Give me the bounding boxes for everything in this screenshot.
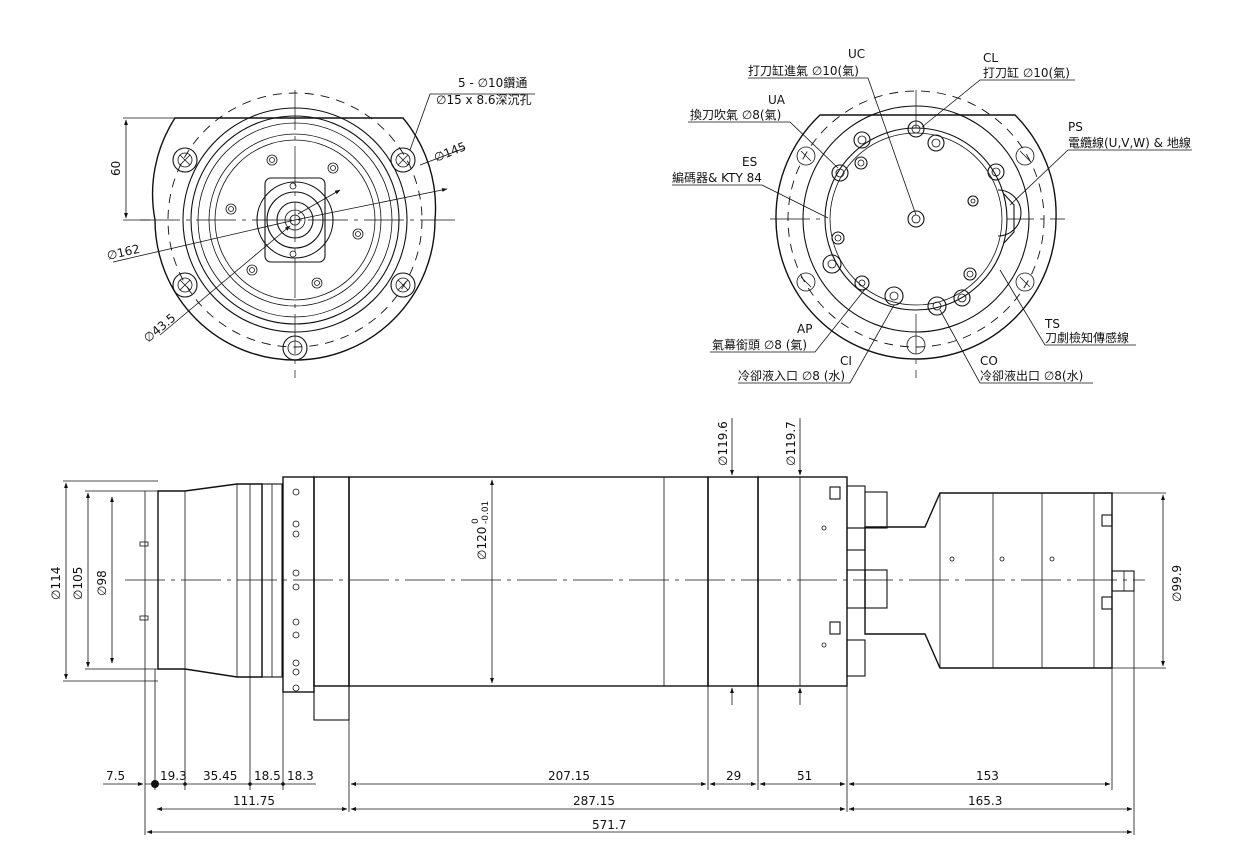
ps-code: PS [1068,120,1083,134]
front-view-left [112,90,535,378]
len-571-7-label: 571.7 [592,818,626,832]
ua-desc: 換刀吹氣 ∅8(氣) [690,108,781,122]
dia-114-label: ∅114 [49,567,63,600]
dia-105-label: ∅105 [71,567,85,600]
len-287-15-label: 287.15 [573,794,615,808]
es-code: ES [742,155,757,169]
dia-120-label: ∅120 [475,527,489,560]
len-19-3-label: 19.3 [160,769,187,783]
front-right-labels: UC 打刀缸進氣 ∅10(氣) CL 打刀缸 ∅10(氣) UA 換刀吹氣 ∅8… [672,47,1191,383]
cl-code: CL [983,51,998,65]
ts-code: TS [1044,317,1060,331]
dia-98-label: ∅98 [95,570,109,596]
ps-desc: 電纜線(U,V,W) & 地線 [1068,135,1191,150]
ap-desc: 氣幕銜頭 ∅8 (氣) [712,338,807,352]
hole-note-line1: 5 - ∅10鑽通 [458,75,527,90]
len-111-75-label: 111.75 [233,794,275,808]
len-18-5-label: 18.5 [254,769,281,783]
dia-120-tol-lower: -0.01 [481,501,491,524]
ua-code: UA [768,93,786,107]
len-165-3-label: 165.3 [968,794,1002,808]
len-29-label: 29 [726,769,741,783]
co-code: CO [980,354,998,368]
uc-desc: 打刀缸進氣 ∅10(氣) [748,63,859,78]
es-desc: 編碼器& KTY 84 [672,170,762,185]
cl-desc: 打刀缸 ∅10(氣) [983,65,1070,80]
dim-145-label: ∅145 [432,139,468,164]
len-153-label: 153 [976,769,999,783]
dim-60-label: 60 [109,161,123,176]
dia-119-6-label: ∅119.6 [716,421,730,466]
fittings [822,120,1005,316]
len-51-label: 51 [797,769,812,783]
ci-desc: 冷卻液入口 ∅8 (水) [738,368,845,383]
dia-99-9-label: ∅99.9 [1170,565,1184,602]
len-18-3-label: 18.3 [287,769,314,783]
co-desc: 冷卻液出口 ∅8(水) [980,368,1083,383]
side-view-labels: ∅114 ∅105 ∅98 ∅120 0 -0.01 ∅119.6 ∅119.7… [49,421,1184,832]
front-left-labels: 5 - ∅10鑽通 ∅15 x 8.6深沉孔 ∅145 60 ∅162 ∅43.… [106,75,532,345]
ci-code: CI [840,354,852,368]
dia-120-tol-upper: 0 [471,518,481,524]
front-view-right [672,77,1192,384]
uc-code: UC [848,47,865,61]
dia-119-7-label: ∅119.7 [784,421,798,466]
hole-note-line2: ∅15 x 8.6深沉孔 [436,93,532,107]
ts-desc: 刀劇檢知傳感線 [1045,330,1129,345]
dim-43-5-label: ∅43.5 [141,311,178,346]
len-35-45-label: 35.45 [203,769,237,783]
len-207-15-label: 207.15 [548,769,590,783]
len-7-5-label: 7.5 [106,769,125,783]
ap-code: AP [797,322,812,336]
side-view [63,418,1166,835]
